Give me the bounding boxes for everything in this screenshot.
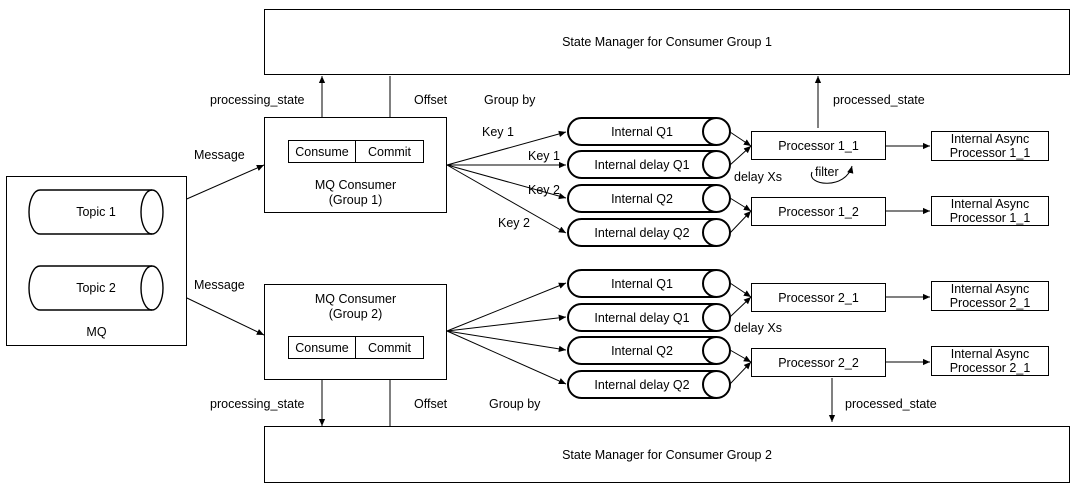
async-2-1-line1: Internal Async [950,282,1030,296]
queue-g1-dq1: Internal delay Q1 [567,150,731,179]
key-2-label-b: Key 2 [498,216,530,230]
consumer-group-2-title-line1: MQ Consumer [314,292,397,306]
async-2-2-line1: Internal Async [950,347,1030,361]
delay-label-group-1: delay Xs [734,170,782,184]
consumer-group-1-title-line2: (Group 1) [328,193,383,207]
queue-g2-q1-label: Internal Q1 [611,276,673,291]
commit-button-group-2[interactable]: Commit [355,336,424,359]
async-2-1-line2: Processor 2_1 [949,296,1031,310]
offset-label-top: Offset [414,93,448,107]
consume-button-group-2[interactable]: Consume [288,336,356,359]
consumer-group-2-title-line2: (Group 2) [328,307,383,321]
queue-g1-dq1-label: Internal delay Q1 [594,157,690,172]
async-processor-2-1: Internal Async Processor 2_1 [931,281,1049,311]
queue-g2-q1: Internal Q1 [567,269,731,298]
async-1-2-line2: Processor 1_1 [949,211,1031,225]
queue-g1-q2: Internal Q2 [567,184,731,213]
async-1-2-line1: Internal Async [950,197,1030,211]
message-label-top: Message [194,148,245,162]
processed-state-label-bottom: processed_state [845,397,937,411]
topic-1-cylinder: Topic 1 [28,189,164,235]
processor-1-2: Processor 1_2 [751,197,886,226]
queue-g2-q2: Internal Q2 [567,336,731,365]
async-1-1-line2: Processor 1_1 [949,146,1031,160]
processor-1-1: Processor 1_1 [751,131,886,160]
queue-g2-dq2: Internal delay Q2 [567,370,731,399]
processor-2-1: Processor 2_1 [751,283,886,312]
consumer-group-1-title-line1: MQ Consumer [314,178,397,192]
async-processor-1-2: Internal Async Processor 1_1 [931,196,1049,226]
topic-2-cylinder: Topic 2 [28,265,164,311]
queue-g2-dq1-label: Internal delay Q1 [594,310,690,325]
processing-state-label-top: processing_state [210,93,305,107]
queue-g1-q1-label: Internal Q1 [611,124,673,139]
processor-2-2: Processor 2_2 [751,348,886,377]
topic-1-label: Topic 1 [76,205,116,219]
filter-loop-arrow [811,165,854,184]
state-manager-group-2: State Manager for Consumer Group 2 [264,426,1070,483]
queue-g1-q2-label: Internal Q2 [611,191,673,206]
key-1-label-b: Key 1 [528,149,560,163]
async-2-2-line2: Processor 2_1 [949,361,1031,375]
queue-g1-q1: Internal Q1 [567,117,731,146]
processed-state-label-top: processed_state [833,93,925,107]
delay-label-group-2: delay Xs [734,321,782,335]
queue-g2-dq1: Internal delay Q1 [567,303,731,332]
mq-label: MQ [86,325,107,339]
async-processor-2-2: Internal Async Processor 2_1 [931,346,1049,376]
queue-g2-q2-label: Internal Q2 [611,343,673,358]
queue-g1-dq2: Internal delay Q2 [567,218,731,247]
mq-consumer-group-1 [264,117,447,213]
processing-state-label-bottom: processing_state [210,397,305,411]
message-label-bottom: Message [194,278,245,292]
state-manager-group-1: State Manager for Consumer Group 1 [264,9,1070,75]
async-processor-1-1: Internal Async Processor 1_1 [931,131,1049,161]
filter-label: filter [815,165,839,179]
mq-consumer-group-2 [264,284,447,380]
key-1-label-a: Key 1 [482,125,514,139]
topic-2-label: Topic 2 [76,281,116,295]
queue-g1-dq2-label: Internal delay Q2 [594,225,690,240]
async-1-1-line1: Internal Async [950,132,1030,146]
consume-button-group-1[interactable]: Consume [288,140,356,163]
group-by-label-bottom: Group by [489,397,541,411]
key-2-label-a: Key 2 [528,183,560,197]
commit-button-group-1[interactable]: Commit [355,140,424,163]
group-by-label-top: Group by [484,93,536,107]
offset-label-bottom: Offset [414,397,448,411]
queue-g2-dq2-label: Internal delay Q2 [594,377,690,392]
